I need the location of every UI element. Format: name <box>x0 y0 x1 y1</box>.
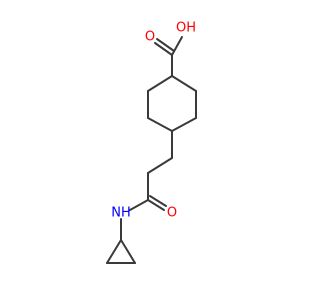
structure-diagram: OH O O NH <box>106 21 197 264</box>
amide-c-o-double-b <box>149 195 167 207</box>
amine-nh-label: NH <box>111 206 131 221</box>
acid-oxygen-label: O <box>145 30 155 45</box>
ring-bond-4 <box>147 117 173 132</box>
atom-labels: OH O O NH <box>111 21 196 221</box>
bond-c-o-double-a <box>154 42 173 56</box>
amide-c-n <box>129 199 149 211</box>
amide-oxygen-label: O <box>167 206 177 221</box>
chain-bond-2 <box>147 157 173 174</box>
ring-bond-6 <box>147 75 173 92</box>
bond-c-o-double-b <box>156 38 175 52</box>
ring-bond-1 <box>171 75 197 92</box>
amide-c-o-double-a <box>147 199 165 211</box>
ring-bond-3 <box>171 117 197 132</box>
cyclopropane-bond-3 <box>120 239 136 264</box>
bonds <box>106 36 197 264</box>
cyclopropane-bond-1 <box>106 239 122 264</box>
hydroxyl-label: OH <box>176 21 196 36</box>
bond-c-oh <box>171 36 183 56</box>
